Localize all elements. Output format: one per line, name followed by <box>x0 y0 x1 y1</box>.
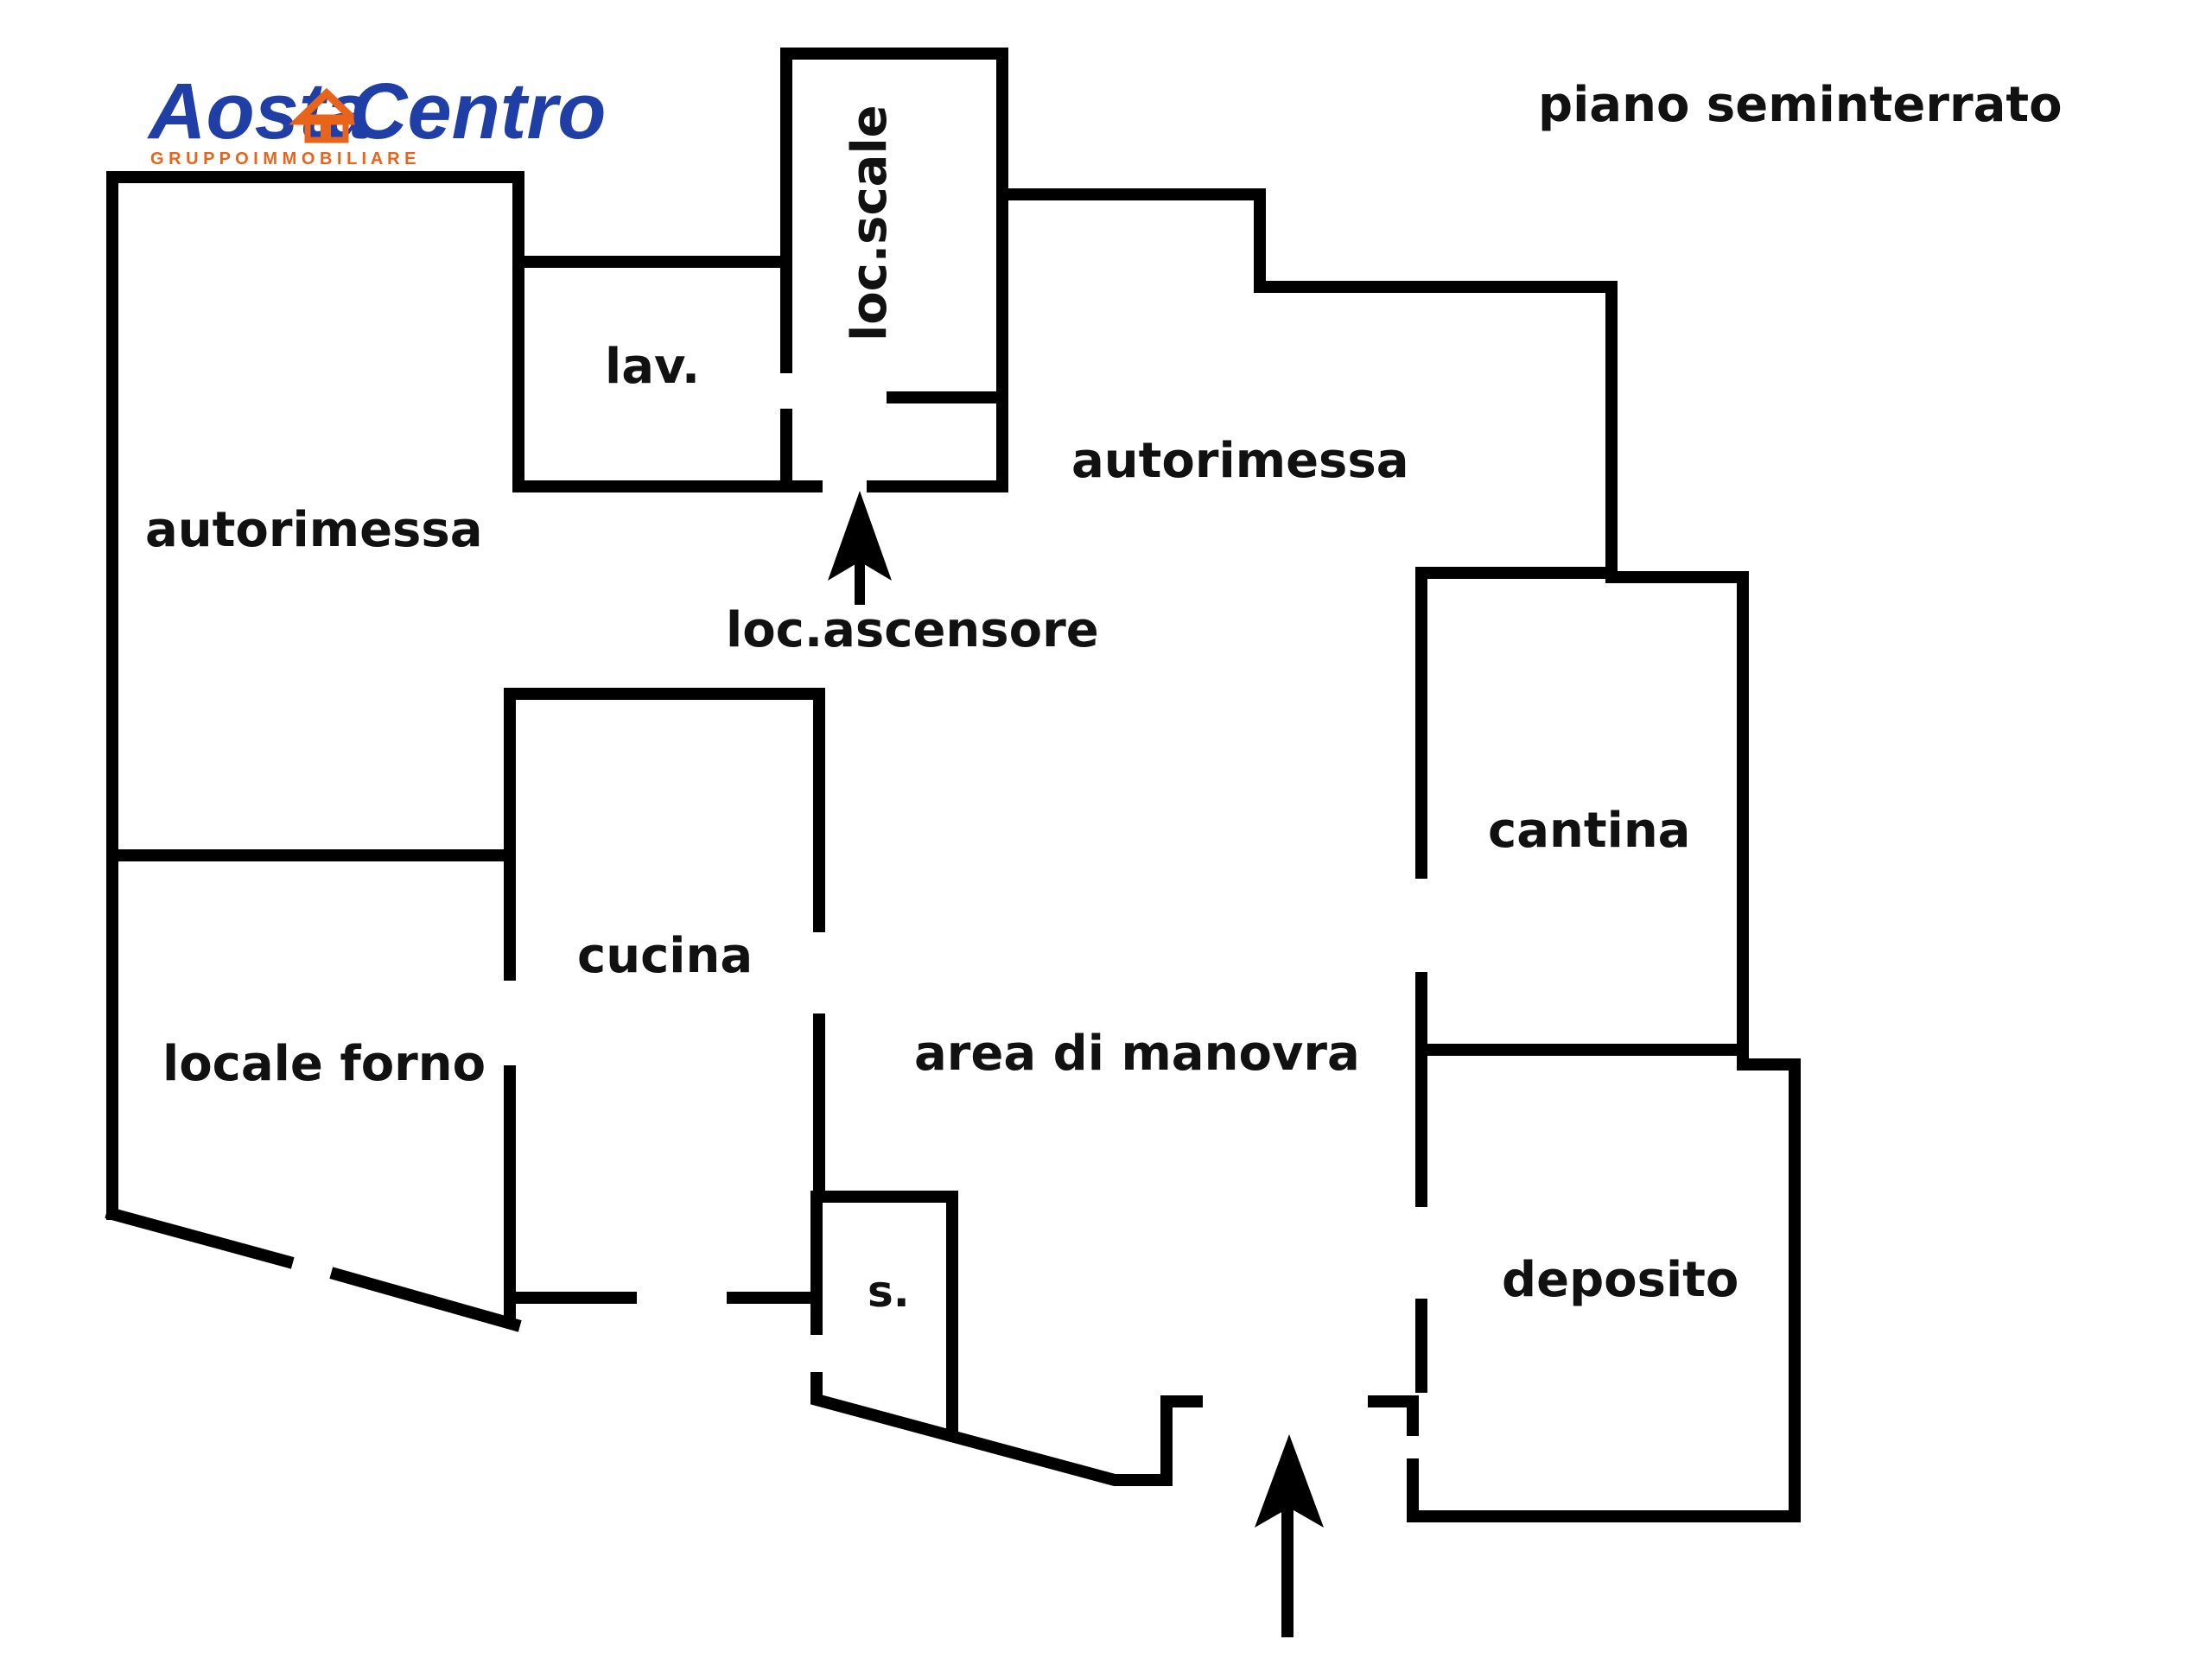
arrow-up-icon <box>1255 1434 1324 1528</box>
wall-left-outer <box>106 171 524 1220</box>
wall-cucina-top <box>504 688 825 981</box>
company-logo: Aosta Centro G R U P P O I M M O B I L I… <box>147 67 606 168</box>
room-labels: autorimessa lav. loc.scale autorimessa l… <box>145 105 1738 1317</box>
wall-bottom-center <box>810 1372 1203 1486</box>
wall-cantina <box>1415 567 1749 1064</box>
room-label-lav: lav. <box>605 339 700 395</box>
wall-deposito <box>1407 1058 1801 1522</box>
wall-right-garage <box>996 188 1618 581</box>
room-label-ascensore: loc.ascensore <box>726 602 1099 658</box>
room-label-servizio: s. <box>868 1267 910 1317</box>
arrow-up-icon <box>828 491 892 581</box>
wall-bath <box>810 1191 958 1436</box>
floor-title: piano seminterrato <box>1538 77 2063 133</box>
room-label-autorimessa-left: autorimessa <box>145 502 483 558</box>
room-label-area-manovra: area di manovra <box>914 1026 1360 1082</box>
wall-stair <box>780 48 1008 492</box>
room-label-cucina: cucina <box>577 928 753 984</box>
room-label-cantina: cantina <box>1488 803 1690 859</box>
room-label-scale: loc.scale <box>842 105 898 341</box>
entrance-arrow <box>1255 1434 1324 1637</box>
logo-tagline: G R U P P O I M M O B I L I A R E <box>150 149 416 168</box>
room-label-locale-forno: locale forno <box>162 1036 486 1092</box>
walls <box>105 48 1801 1522</box>
elevator-arrow <box>828 491 892 605</box>
house-icon <box>288 87 365 143</box>
room-label-autorimessa-right: autorimessa <box>1071 433 1409 489</box>
wall-bottom-left-b <box>329 1267 522 1332</box>
wall-entrance-right <box>1368 1395 1419 1436</box>
room-label-deposito: deposito <box>1502 1252 1738 1308</box>
wall-bottom-left-a <box>105 1206 295 1269</box>
logo-name-right: Centro <box>350 67 606 156</box>
wall-lav <box>512 256 823 492</box>
